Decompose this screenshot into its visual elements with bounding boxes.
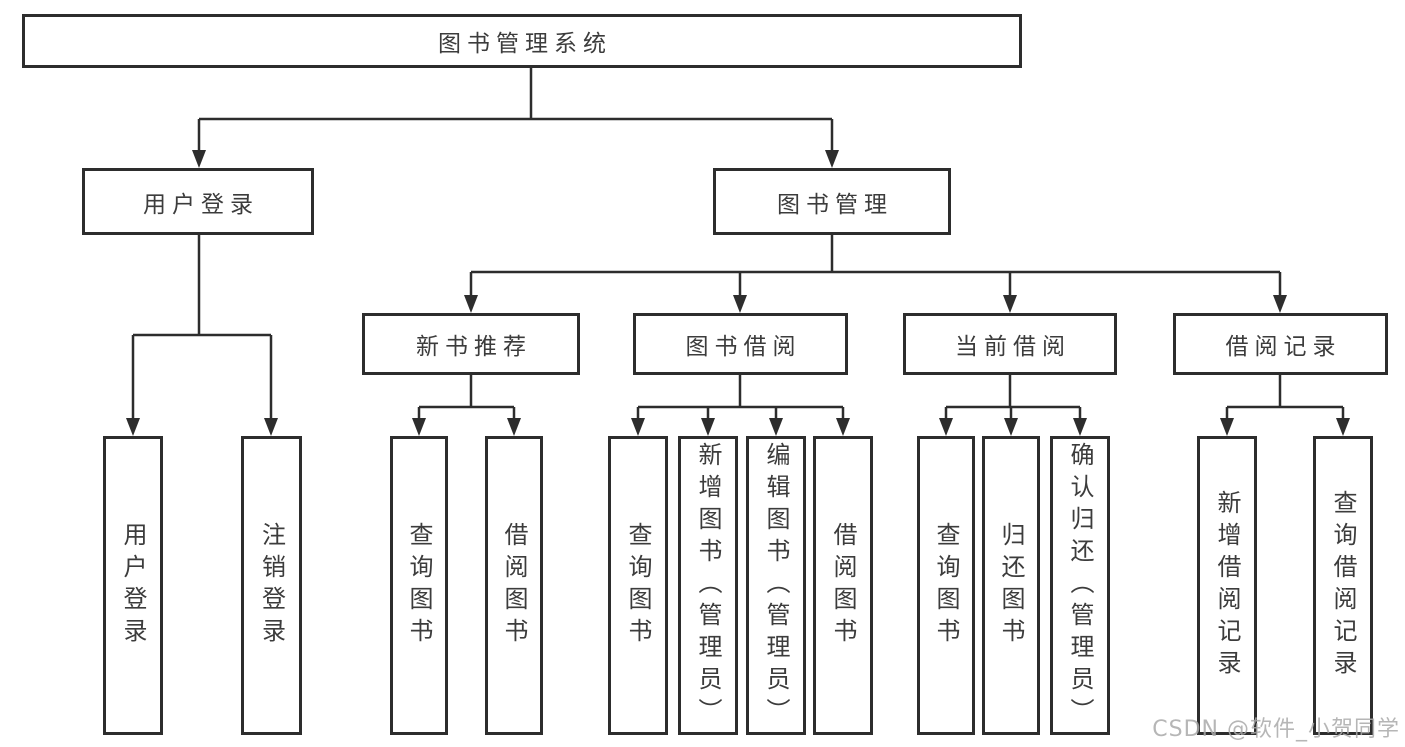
leaf-logout: 注销登录 <box>241 436 302 735</box>
node-label: 查询借阅记录 <box>1329 489 1357 682</box>
node-label: 图书管理 <box>777 191 893 218</box>
csdn-watermark: CSDN @软件_小贺同学 <box>1152 717 1400 742</box>
node-label: 用户登录 <box>119 521 147 650</box>
node-book-management: 图书管理 <box>713 168 951 235</box>
node-label: 借阅图书 <box>829 521 857 650</box>
node-label: 用户登录 <box>143 191 259 218</box>
node-user-login: 用户登录 <box>82 168 314 235</box>
node-current-borrow: 当前借阅 <box>903 313 1117 375</box>
node-new-book-recommend: 新书推荐 <box>362 313 580 375</box>
leaf-cb-confirm-return-admin: 确认归还（管理员） <box>1050 436 1110 735</box>
node-label: 查询图书 <box>624 521 652 650</box>
node-label: 借阅图书 <box>500 521 528 650</box>
node-label: 新书推荐 <box>416 334 532 360</box>
leaf-cb-query-books: 查询图书 <box>917 436 975 735</box>
node-label: 新增图书（管理员） <box>694 441 722 730</box>
node-label: 归还图书 <box>997 521 1025 650</box>
node-label: 查询图书 <box>932 521 960 650</box>
node-borrow-records: 借阅记录 <box>1173 313 1388 375</box>
leaf-nbr-query-books: 查询图书 <box>390 436 448 735</box>
leaf-br-query-record: 查询借阅记录 <box>1313 436 1373 735</box>
leaf-bb-borrow-books: 借阅图书 <box>813 436 873 735</box>
node-label: 图书借阅 <box>685 334 802 360</box>
leaf-user-login: 用户登录 <box>103 436 163 735</box>
node-label: 查询图书 <box>405 521 433 650</box>
node-label: 图书管理系统 <box>438 31 612 57</box>
node-label: 注销登录 <box>257 521 286 650</box>
node-label: 确认归还（管理员） <box>1066 441 1094 730</box>
node-label: 新增借阅记录 <box>1213 489 1241 682</box>
tree-edges <box>131 68 1345 431</box>
leaf-br-add-record: 新增借阅记录 <box>1197 436 1257 735</box>
leaf-cb-return-books: 归还图书 <box>982 436 1040 735</box>
node-label: 编辑图书（管理员） <box>762 441 790 730</box>
node-label: 当前借阅 <box>955 334 1071 360</box>
leaf-bb-add-books-admin: 新增图书（管理员） <box>678 436 738 735</box>
node-label: 借阅记录 <box>1225 334 1342 360</box>
arrowhead-icons <box>126 150 1350 436</box>
node-system-root: 图书管理系统 <box>22 14 1022 68</box>
leaf-nbr-borrow-books: 借阅图书 <box>485 436 543 735</box>
node-book-borrow: 图书借阅 <box>633 313 848 375</box>
leaf-bb-edit-books-admin: 编辑图书（管理员） <box>746 436 806 735</box>
leaf-bb-query-books: 查询图书 <box>608 436 668 735</box>
